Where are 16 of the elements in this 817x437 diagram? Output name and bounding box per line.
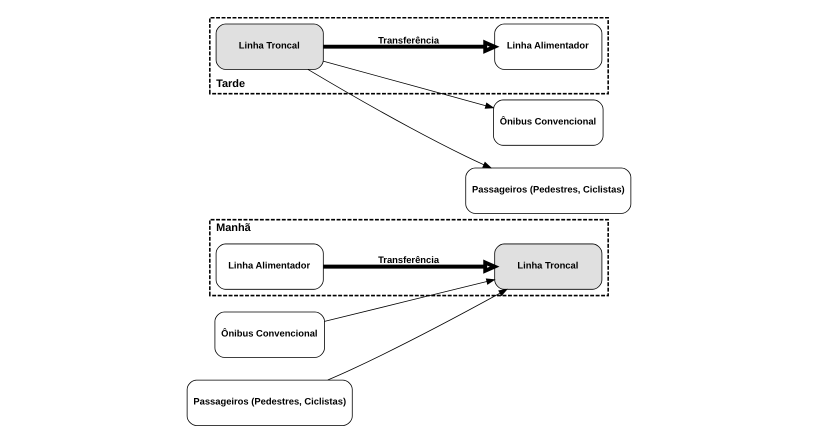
- node-box: Linha Alimentador: [215, 244, 324, 290]
- arrow: [326, 288, 508, 380]
- edge-label: Transferência: [378, 34, 439, 46]
- edge-label: Transferência: [378, 254, 439, 266]
- node-box: Ônibus Convencional: [492, 100, 603, 146]
- node-box: Ônibus Convencional: [214, 312, 324, 358]
- arrow: [324, 278, 496, 322]
- node-box: Linha Troncal: [494, 244, 602, 290]
- arrow: [322, 60, 494, 109]
- node-box: Passageiros (Pedestres, Ciclistas): [464, 168, 631, 214]
- node-box: Linha Alimentador: [494, 24, 602, 70]
- node-box: Passageiros (Pedestres, Ciclistas): [186, 380, 352, 426]
- arrow: [323, 40, 499, 54]
- node-box: Linha Troncal: [215, 24, 324, 70]
- arrow: [323, 260, 499, 274]
- arrow: [307, 69, 492, 168]
